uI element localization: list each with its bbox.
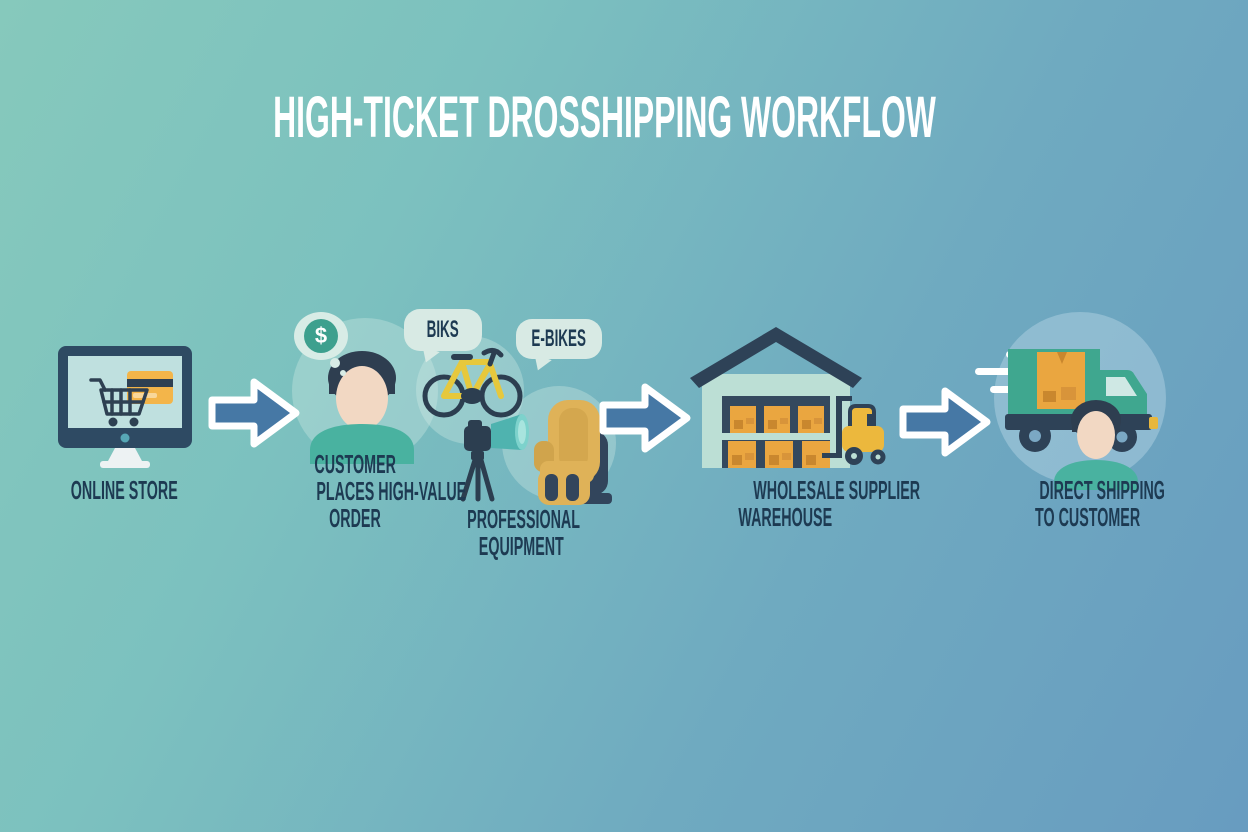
package-box-icon xyxy=(1037,352,1085,409)
flow-arrow-icon xyxy=(208,378,300,448)
customer-avatar xyxy=(310,351,414,464)
flow-arrow-icon xyxy=(899,387,991,457)
step-label-online-store: ONLINE STORE xyxy=(24,477,224,504)
ebike-speech-bubble-text: E-BIKES xyxy=(531,325,587,352)
package-box-icon xyxy=(730,406,824,433)
bicycle-icon xyxy=(422,347,523,418)
online-store-label: ONLINE STORE xyxy=(70,475,178,505)
flow-arrow-icon xyxy=(599,383,691,453)
thought-bubble-tail-small xyxy=(340,370,346,376)
bike-speech-bubble-text: BIKS xyxy=(426,316,460,343)
dollar-icon: $ xyxy=(304,319,338,353)
speech-bubble-tail xyxy=(530,354,552,374)
package-box-icon xyxy=(728,441,830,468)
warehouse-icon xyxy=(690,327,886,468)
customer-avatar xyxy=(1054,400,1138,490)
page-title-text: HIGH-TICKET DROSSHIPPING WORKFLOW xyxy=(273,85,937,150)
bike-speech-bubble: BIKS xyxy=(404,309,482,366)
dollar-thought-bubble: $ xyxy=(294,312,348,360)
credit-card-icon xyxy=(127,371,173,404)
ebike-speech-bubble: E-BIKES xyxy=(516,319,602,374)
shopping-cart-icon xyxy=(89,378,149,427)
online-store-monitor-icon xyxy=(58,346,192,468)
step-label-customer-order: CUSTOMER PLACES HIGH-VALUE ORDER xyxy=(314,449,467,533)
forklift-icon xyxy=(822,396,886,465)
page-title: HIGH-TICKET DROSSHIPPING WORKFLOW xyxy=(0,84,1210,151)
camera-tripod-icon xyxy=(460,414,529,502)
step-label-warehouse: WHOLESALE SUPPLIER WAREHOUSE xyxy=(738,475,921,532)
dollar-symbol: $ xyxy=(314,323,328,348)
massage-chair-icon xyxy=(534,400,612,505)
thought-bubble-tail xyxy=(330,358,340,368)
step-label-professional-equipment: PROFESSIONAL EQUIPMENT xyxy=(467,504,580,561)
step-label-shipping: DIRECT SHIPPING TO CUSTOMER xyxy=(1035,475,1165,532)
